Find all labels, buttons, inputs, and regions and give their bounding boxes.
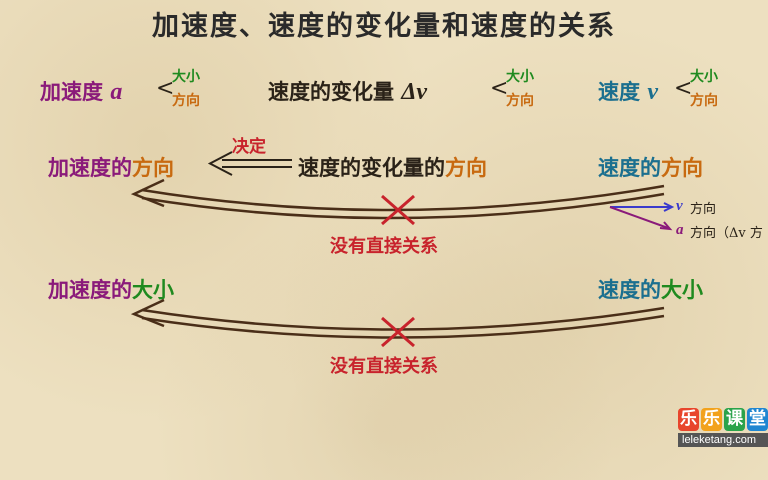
- vel-magnitude: 大小: [690, 69, 718, 85]
- direction-curve-arrow: [130, 178, 665, 220]
- vel-direction: 方向: [690, 93, 718, 109]
- accel-label-text: 加速度: [40, 79, 103, 104]
- vel-direction-prefix: 速度的: [598, 155, 661, 180]
- vel-magnitude-label: 速度的大小: [598, 274, 703, 304]
- logo-char-1: 乐: [678, 408, 699, 431]
- accel-magnitude-word: 大小: [132, 277, 174, 302]
- side-note-v-symbol: v: [676, 198, 683, 214]
- no-relation-magnitude: 没有直接关系: [330, 356, 438, 377]
- accel-label: 加速度 a: [40, 76, 122, 106]
- dv-brace: <: [490, 76, 509, 101]
- vel-brace: <: [674, 76, 693, 101]
- side-note-a-symbol: a: [676, 222, 684, 238]
- vel-magnitude-word: 大小: [661, 277, 703, 302]
- accel-magnitude-prefix: 加速度的: [48, 277, 132, 302]
- vel-magnitude-prefix: 速度的: [598, 277, 661, 302]
- brand-logo-url: leleketang.com: [678, 433, 768, 447]
- logo-char-2: 乐: [701, 408, 722, 431]
- page-title: 加速度、速度的变化量和速度的关系: [152, 11, 616, 42]
- logo-char-4: 堂: [747, 408, 768, 431]
- side-note-v-text: 方向: [690, 202, 717, 217]
- accel-direction-prefix: 加速度的: [48, 155, 132, 180]
- brand-logo-chars: 乐 乐 课 堂: [678, 408, 768, 431]
- vel-direction-word: 方向: [661, 155, 703, 180]
- dv-direction-word: 方向: [445, 155, 487, 180]
- dv-label: 速度的变化量 Δv: [268, 76, 427, 106]
- dv-direction: 方向: [506, 93, 534, 109]
- dv-direction-label: 速度的变化量的方向: [298, 152, 487, 182]
- side-note-arrows: [609, 202, 675, 231]
- determine-label: 决定: [232, 137, 266, 157]
- vel-label-text: 速度: [598, 79, 640, 104]
- accel-symbol: a: [110, 79, 123, 105]
- accel-direction: 方向: [172, 93, 200, 109]
- accel-magnitude: 大小: [172, 69, 200, 85]
- magnitude-cross-icon: [381, 316, 415, 348]
- accel-magnitude-label: 加速度的大小: [48, 274, 174, 304]
- accel-direction-word: 方向: [132, 155, 174, 180]
- no-relation-direction: 没有直接关系: [330, 236, 438, 257]
- determine-arrow: [207, 151, 292, 176]
- accel-brace: <: [156, 76, 175, 101]
- dv-label-text: 速度的变化量: [268, 79, 394, 104]
- logo-char-3: 课: [724, 408, 745, 431]
- vel-direction-label: 速度的方向: [598, 152, 703, 182]
- direction-cross-icon: [381, 194, 415, 226]
- side-note-a-text: 方向（Δv 方: [690, 226, 763, 241]
- brand-logo: 乐 乐 课 堂 leleketang.com: [678, 408, 768, 464]
- dv-magnitude: 大小: [506, 69, 534, 85]
- dv-symbol: Δv: [401, 79, 428, 105]
- accel-direction-label: 加速度的方向: [48, 152, 174, 182]
- dv-direction-prefix: 速度的变化量的: [298, 155, 445, 180]
- vel-label: 速度 v: [598, 76, 658, 106]
- vel-symbol: v: [647, 79, 658, 105]
